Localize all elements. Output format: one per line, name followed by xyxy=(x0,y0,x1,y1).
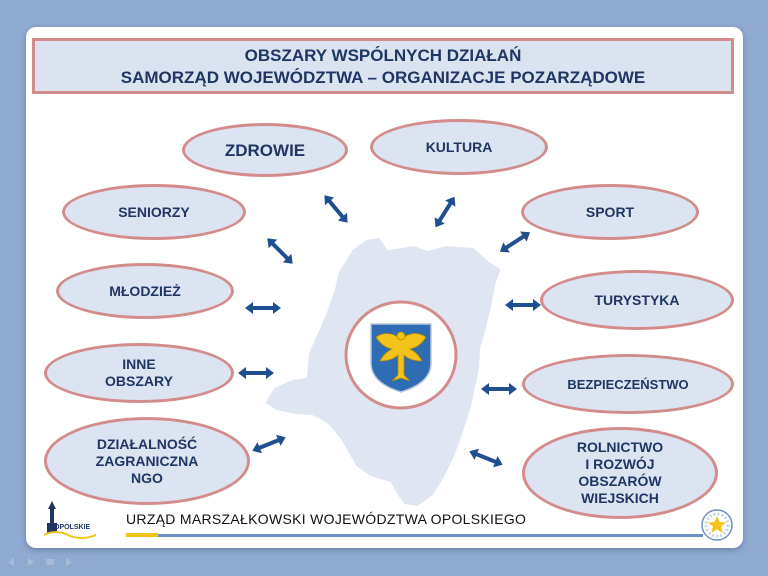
footer-line-yellow xyxy=(126,533,158,537)
eagle-icon xyxy=(375,331,427,382)
node-dzialalnosc-line-2: ZAGRANICZNA xyxy=(95,452,199,469)
node-inne-line-1: INNE xyxy=(122,356,156,372)
title-line-1: OBSZARY WSPÓLNYCH DZIAŁAŃ xyxy=(244,46,522,65)
node-rolnictwo-line-3: OBSZARÓW xyxy=(578,473,662,489)
node-seniorzy-label: SENIORZY xyxy=(118,203,190,220)
region-map xyxy=(262,235,504,509)
double-arrow-icon xyxy=(499,231,531,253)
node-zdrowie: ZDROWIE xyxy=(182,123,348,177)
double-arrow-icon xyxy=(469,448,503,468)
star-emblem-icon xyxy=(701,509,733,541)
title-box: OBSZARY WSPÓLNYCH DZIAŁAŃ SAMORZĄD WOJEW… xyxy=(32,38,734,94)
title-line-2: SAMORZĄD WOJEWÓDZTWA – ORGANIZACJE POZAR… xyxy=(120,68,646,87)
node-rolnictwo-line-1: ROLNICTWO xyxy=(576,439,664,455)
node-mlodziez-label: MŁODZIEŻ xyxy=(109,282,181,299)
double-arrow-icon xyxy=(245,302,281,314)
node-kultura-label: KULTURA xyxy=(425,138,493,155)
node-turystyka-label: TURYSTYKA xyxy=(594,291,680,308)
node-bezpieczenstwo: BEZPIECZEŃSTWO xyxy=(522,354,734,414)
node-zdrowie-label: ZDROWIE xyxy=(224,140,306,160)
node-rolnictwo-line-2: I ROZWÓJ xyxy=(585,456,655,472)
double-arrow-icon xyxy=(252,434,286,454)
opolskie-logo-icon xyxy=(43,501,97,539)
node-kultura: KULTURA xyxy=(370,119,548,175)
node-sport: SPORT xyxy=(521,184,699,240)
double-arrow-icon xyxy=(434,196,456,228)
node-rolnictwo: ROLNICTWO I ROZWÓJ OBSZARÓW WIEJSKICH xyxy=(522,427,718,519)
node-sport-label: SPORT xyxy=(585,203,635,220)
node-seniorzy: SENIORZY xyxy=(62,184,246,240)
slide: OBSZARY WSPÓLNYCH DZIAŁAŃ SAMORZĄD WOJEW… xyxy=(26,27,743,548)
node-mlodziez: MŁODZIEŻ xyxy=(56,263,234,319)
slide-nav-controls[interactable] xyxy=(6,557,86,567)
node-rolnictwo-line-4: WIEJSKICH xyxy=(581,490,659,506)
node-turystyka: TURYSTYKA xyxy=(540,270,734,330)
node-inne-line-2: OBSZARY xyxy=(105,373,173,389)
double-arrow-icon xyxy=(324,195,348,223)
double-arrow-icon xyxy=(505,299,541,311)
node-inne-obszary: INNE OBSZARY xyxy=(44,343,234,403)
double-arrow-icon xyxy=(267,238,293,264)
footer-line-blue xyxy=(158,534,703,537)
node-bezpieczenstwo-label: BEZPIECZEŃSTWO xyxy=(567,376,689,392)
footer-text: URZĄD MARSZAŁKOWSKI WOJEWÓDZTWA OPOLSKIE… xyxy=(126,511,527,527)
double-arrow-icon xyxy=(481,383,517,395)
opolskie-logo-text: OPOLSKIE xyxy=(54,524,91,531)
double-arrow-icon xyxy=(238,367,274,379)
node-dzialalnosc-line-1: DZIAŁALNOŚĆ xyxy=(96,435,198,452)
node-dzialalnosc-line-3: NGO xyxy=(131,469,163,486)
node-dzialalnosc-zagraniczna: DZIAŁALNOŚĆ ZAGRANICZNA NGO xyxy=(44,417,250,505)
